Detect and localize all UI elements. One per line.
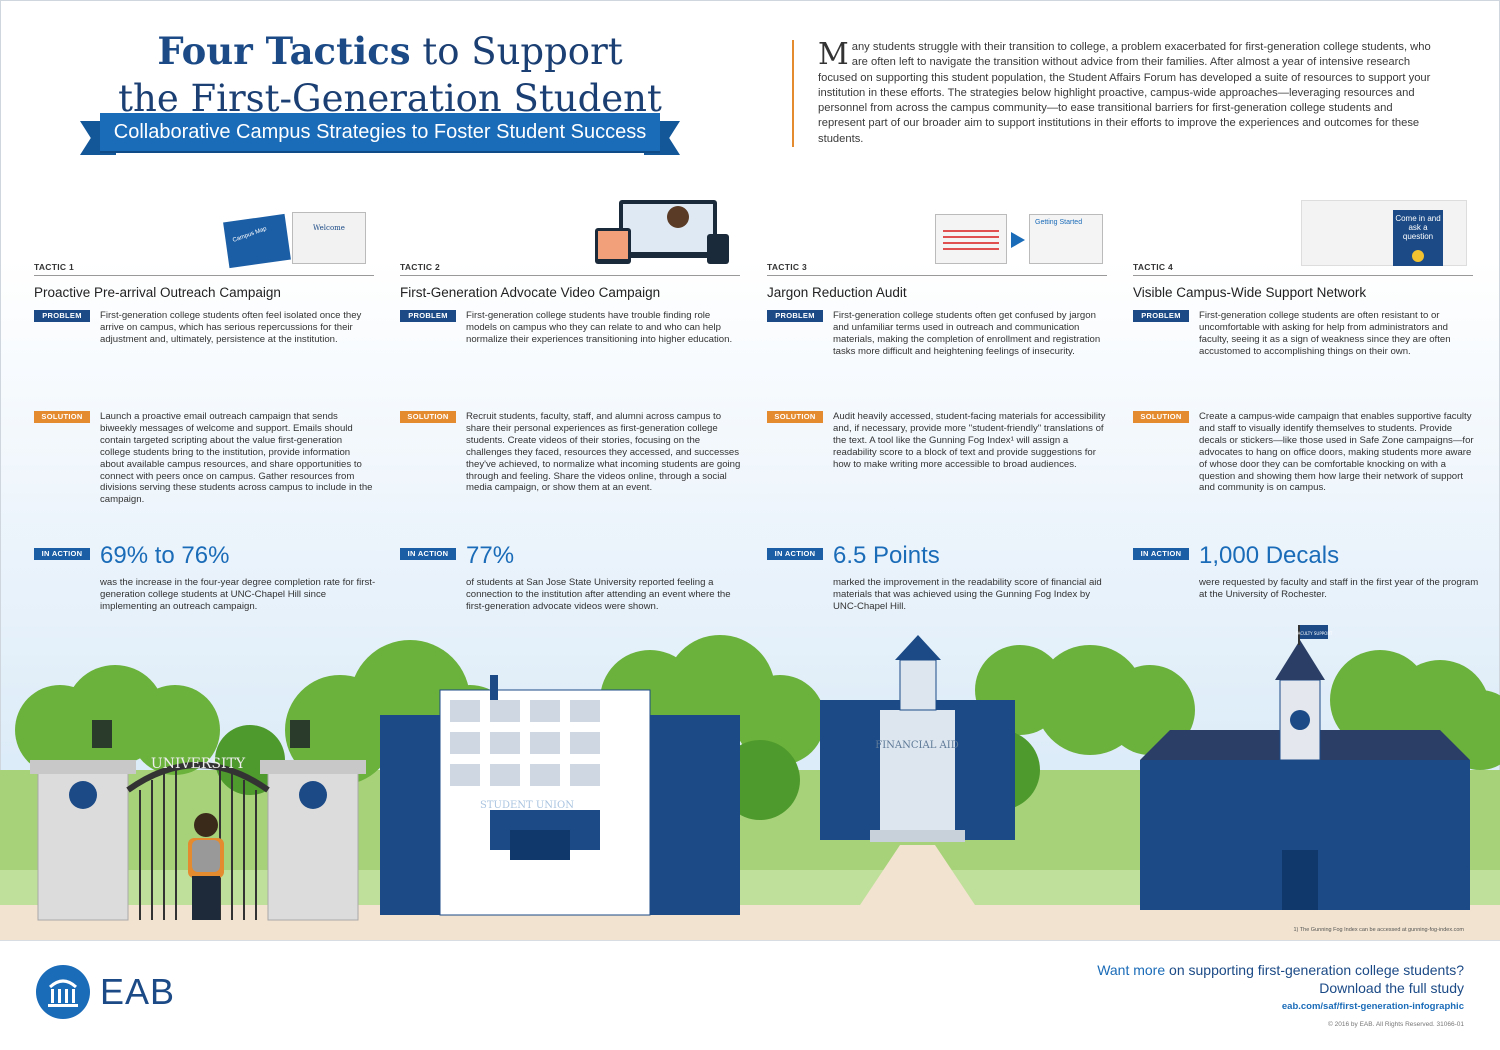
footer: EAB Want more on supporting first-genera… [0,940,1500,1050]
cta-link[interactable]: eab.com/saf/first-generation-infographic [1281,1001,1464,1012]
title-rest: to Support [410,30,623,73]
problem-tag: PROBLEM [400,310,456,322]
stat-description: of students at San Jose State University… [466,577,731,612]
stat-description: was the increase in the four-year degree… [100,577,376,612]
stat-value: 77% [466,542,515,569]
tactic-title: First-Generation Advocate Video Campaign [400,285,661,300]
getting-started-label: Getting Started [1035,219,1083,226]
cta-rest: on supporting first-generation college s… [1165,962,1464,978]
in-action-tag: IN ACTION [767,548,823,560]
gate-sign: UNIVERSITY [151,756,246,772]
cta-download[interactable]: Download the full study [1319,980,1464,996]
walkway [0,905,1500,940]
university-gate: UNIVERSITY [30,720,366,921]
video-devices-illustration [595,200,735,264]
problem-text: First-generation college students often … [100,310,362,345]
smiley-icon [1412,250,1424,262]
cta-highlight: Want more [1097,962,1166,978]
tactic-number: TACTIC 2 [400,262,740,276]
door-sign-illustration: Come in and ask a question [1301,200,1467,266]
cta-headline: Want more on supporting first-generation… [1097,962,1464,978]
intro-dropcap: M [818,37,849,72]
problem-text: First-generation college students often … [833,310,1101,357]
solution-tag: SOLUTION [400,411,456,423]
tactic-title: Jargon Reduction Audit [767,285,907,300]
student-union-building: STUDENT UNION [380,675,740,916]
in-action-tag: IN ACTION [34,548,90,560]
solution-text: Create a campus-wide campaign that enabl… [1199,411,1474,494]
union-sign: STUDENT UNION [480,800,574,811]
tactic-number: TACTIC 3 [767,262,1107,276]
path-to-aid [850,845,985,920]
tactic-title: Visible Campus-Wide Support Network [1133,285,1367,300]
welcome-label: Welcome [313,224,345,232]
solution-text: Recruit students, faculty, staff, and al… [466,411,741,494]
stat-value: 1,000 Decals [1199,542,1340,569]
eab-brand: EAB [100,971,176,1012]
come-in-label: Come in and ask a question [1395,214,1441,241]
tactic-illustration: Campus Map Welcome [34,200,374,269]
tactic-illustration: Come in and ask a question [1133,200,1473,266]
problem-text: First-generation college students have t… [466,310,733,345]
problem-tag: PROBLEM [767,310,823,322]
title-line-2: the First-Generation Student [118,77,662,120]
tactic-number: TACTIC 4 [1133,262,1473,276]
in-action-tag: IN ACTION [1133,548,1189,560]
solution-tag: SOLUTION [1133,411,1189,423]
stat-value: 6.5 Points [833,542,940,569]
tactic-illustration [400,200,740,264]
solution-text: Launch a proactive email outreach campai… [100,411,373,506]
footnote: 1) The Gunning Fog Index can be accessed… [1293,927,1464,933]
flag-text: FACULTY SUPPORT [1296,631,1333,636]
tactic-column-4: Come in and ask a question TACTIC 4 Visi… [1133,200,1478,600]
intro-text: any students struggle with their transit… [818,41,1431,145]
tactic-title: Proactive Pre-arrival Outreach Campaign [34,285,281,300]
solution-tag: SOLUTION [767,411,823,423]
aid-sign: FINANCIAL AID [875,740,958,751]
copyright: © 2016 by EAB. All Rights Reserved. 3106… [1328,1021,1464,1028]
page-title: Four Tactics to Support the First-Genera… [70,28,710,122]
solution-tag: SOLUTION [34,411,90,423]
title-bold: Four Tactics [157,29,411,73]
in-action-tag: IN ACTION [400,548,456,560]
tactic-illustration: Getting Started [767,200,1107,264]
eab-logo-icon [36,965,90,1019]
problem-tag: PROBLEM [34,310,90,322]
tactic-column-1: Campus Map Welcome TACTIC 1 Proactive Pr… [34,200,375,612]
ribbon-text: Collaborative Campus Strategies to Foste… [100,113,660,151]
jargon-document-illustration: Getting Started [935,214,1105,264]
welcome-mail-illustration: Campus Map Welcome [223,212,366,269]
stat-description: marked the improvement in the readabilit… [833,577,1102,612]
tactic-number: TACTIC 1 [34,262,374,276]
tactic-column-2: TACTIC 2 First-Generation Advocate Video… [400,200,740,612]
solution-text: Audit heavily accessed, student-facing m… [833,411,1106,470]
financial-aid-building: FINANCIAL AID [820,635,1015,842]
subtitle-ribbon: Collaborative Campus Strategies to Foste… [80,113,680,155]
problem-text: First-generation college students are of… [1199,310,1451,357]
stat-value: 69% to 76% [100,542,230,569]
problem-tag: PROBLEM [1133,310,1189,322]
campus-scene: UNIVERSITY STUDENT UNION FINANCIAL AID [0,625,1500,940]
faculty-hall-building: FACULTY SUPPORT [1140,625,1470,910]
tactic-column-3: Getting Started TACTIC 3 Jargon Reductio… [767,200,1107,612]
stat-description: were requested by faculty and staff in t… [1199,577,1479,600]
